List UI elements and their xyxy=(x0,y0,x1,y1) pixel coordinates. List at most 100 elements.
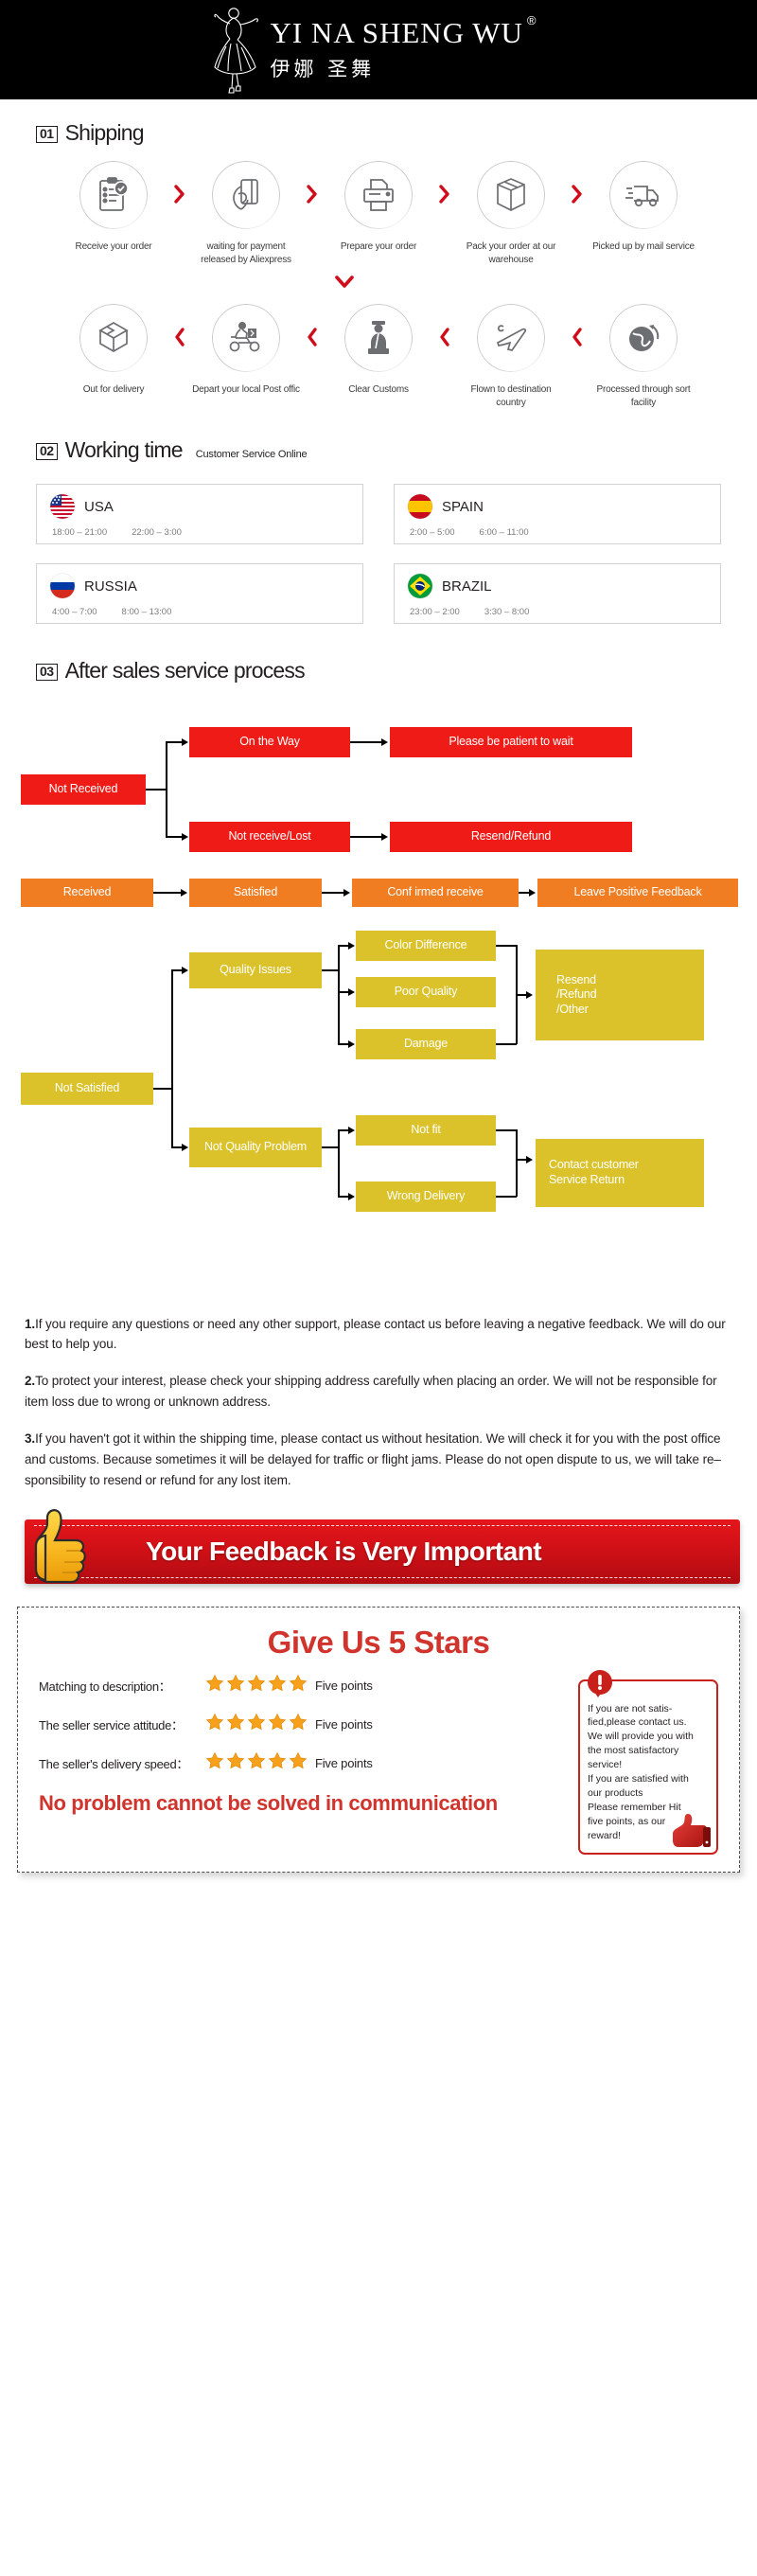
satisfaction-notice-text: If you are not satis- fied,please contac… xyxy=(588,1702,709,1843)
brand-header: YI NA SHENG WU ® 伊娜 圣舞 xyxy=(0,0,757,99)
product-description-page: YI NA SHENG WU ® 伊娜 圣舞 01 Shipping xyxy=(0,0,757,1873)
flow-box-color-difference: Color Difference xyxy=(356,931,496,961)
step-label: Flown to destination country xyxy=(470,384,552,408)
working-time-card-brazil: BRAZIL 23:00 – 2:00 3:30 – 8:00 xyxy=(394,563,721,624)
step-circle xyxy=(344,304,413,372)
step-circle xyxy=(477,161,545,229)
note-number: 2. xyxy=(25,1374,36,1389)
shipping-step: Picked up by mail service xyxy=(588,161,699,254)
section-title-after-sales: After sales service process xyxy=(64,658,306,683)
section-number-03: 03 xyxy=(36,664,58,682)
flow-box-not-receive-lost: Not receive/Lost xyxy=(189,822,350,852)
flag-spain-icon xyxy=(408,494,432,519)
rating-request-panel: Give Us 5 Stars Matching to description：… xyxy=(17,1606,740,1873)
star-icon xyxy=(247,1751,266,1775)
rating-row-label: The seller's delivery speed： xyxy=(39,1756,189,1771)
star-icon xyxy=(247,1713,266,1736)
chevron-right-icon xyxy=(169,161,190,227)
shipping-step: Processed through sort facility xyxy=(588,304,699,409)
brand-text-block: YI NA SHENG WU ® 伊娜 圣舞 xyxy=(270,14,536,82)
star-icon xyxy=(226,1751,245,1775)
satisfaction-notice-box: If you are not satis- fied,please contac… xyxy=(578,1669,718,1855)
notice-line: If you are not satis- xyxy=(588,1702,673,1714)
step-label: Processed through sort facility xyxy=(596,384,691,408)
hand-card-icon xyxy=(228,177,264,213)
thumbs-up-red-icon xyxy=(669,1809,713,1849)
section-number-01: 01 xyxy=(36,126,58,144)
flow-box-resend-refund-other: Resend /Refund /Other xyxy=(536,950,704,1040)
open-box-icon xyxy=(97,320,131,356)
star-rating-group xyxy=(205,1674,308,1697)
notice-line: our products xyxy=(588,1786,643,1799)
section-number-02: 02 xyxy=(36,443,58,461)
step-label: Out for delivery xyxy=(82,384,145,395)
star-icon xyxy=(268,1674,287,1697)
notice-line: Please remember Hit xyxy=(588,1801,681,1813)
globe-arrow-icon xyxy=(625,320,661,356)
note-text: To protect your interest, please check y… xyxy=(25,1374,717,1410)
flow-box-resend-refund: Resend/Refund xyxy=(390,822,632,852)
star-icon xyxy=(205,1713,224,1736)
notice-line: service! xyxy=(588,1759,623,1771)
flow-box-leave-positive-feedback: Leave Positive Feedback xyxy=(537,879,738,907)
rating-row-points: Five points xyxy=(315,1755,373,1770)
note-text: If you haven't got it within the shippin… xyxy=(25,1430,721,1487)
working-time-grid: USA 18:00 – 21:00 22:00 – 3:00 xyxy=(0,463,757,624)
country-name: RUSSIA xyxy=(84,577,137,595)
chevron-down-icon xyxy=(0,275,757,289)
flow-box-wrong-delivery: Wrong Delivery xyxy=(356,1181,496,1212)
shipping-step: Receive your order xyxy=(58,161,169,254)
chevron-left-icon xyxy=(302,304,323,370)
step-circle xyxy=(477,304,545,372)
airplane-icon xyxy=(493,321,529,355)
shipping-step: Prepare your order xyxy=(323,161,434,254)
working-time-card-usa: USA 18:00 – 21:00 22:00 – 3:00 xyxy=(36,484,363,544)
flow-box-not-received: Not Received xyxy=(21,774,146,805)
step-label: Receive your order xyxy=(75,241,152,252)
flow-box-poor-quality: Poor Quality xyxy=(356,977,496,1007)
step-circle xyxy=(344,161,413,229)
note-item: 3.If you haven't got it within the shipp… xyxy=(25,1429,732,1491)
star-icon xyxy=(205,1674,224,1697)
flag-brazil-icon xyxy=(408,574,432,598)
thumbs-up-icon xyxy=(23,1504,121,1595)
star-icon xyxy=(247,1674,266,1697)
star-icon xyxy=(289,1751,308,1775)
working-time-card-russia: RUSSIA 4:00 – 7:00 8:00 – 13:00 xyxy=(36,563,363,624)
country-name: BRAZIL xyxy=(442,577,492,595)
rating-rows: Matching to description： Five points The… xyxy=(18,1674,578,1817)
star-rating-group xyxy=(205,1751,308,1775)
time-slot-1: 18:00 – 21:00 xyxy=(52,527,108,538)
clipboard-check-icon xyxy=(97,177,130,213)
brand-name-en: YI NA SHENG WU xyxy=(270,15,523,49)
rating-row: Matching to description： Five points xyxy=(39,1674,578,1697)
flow-box-satisfied: Satisfied xyxy=(189,879,322,907)
flow-box-on-the-way: On the Way xyxy=(189,727,350,757)
rating-row-points: Five points xyxy=(315,1678,373,1693)
note-text: If you require any questions or need any… xyxy=(25,1316,726,1352)
shipping-step: Out for delivery xyxy=(58,304,169,397)
flow-box-line: Contact customer xyxy=(549,1158,639,1172)
chevron-left-icon xyxy=(567,304,588,370)
truck-icon xyxy=(625,180,662,210)
step-circle xyxy=(609,161,678,229)
rating-row-label: Matching to description： xyxy=(39,1679,171,1694)
shipping-step: Flown to destination country xyxy=(455,304,567,409)
rating-row-label: The seller service attitude： xyxy=(39,1717,184,1732)
star-icon xyxy=(205,1751,224,1775)
scooter-courier-icon xyxy=(226,322,266,354)
shipping-step: Pack your order at our warehouse xyxy=(455,161,567,266)
flag-usa-icon xyxy=(50,494,75,519)
time-slot-1: 4:00 – 7:00 xyxy=(52,607,97,617)
registered-trademark-icon: ® xyxy=(526,12,537,27)
policy-notes: 1.If you require any questions or need a… xyxy=(0,1276,757,1491)
flow-box-confirmed-receive: Conf irmed receive xyxy=(352,879,519,907)
flow-box-line: /Other xyxy=(556,1002,589,1016)
time-slot-2: 22:00 – 3:00 xyxy=(132,527,182,538)
step-circle xyxy=(79,161,148,229)
box-icon xyxy=(495,177,527,213)
section-title-shipping: Shipping xyxy=(64,120,145,145)
note-item: 2.To protect your interest, please check… xyxy=(25,1371,732,1412)
feedback-banner-text: Your Feedback is Very Important xyxy=(146,1536,542,1566)
shipping-step: Depart your local Post offic xyxy=(190,304,302,397)
